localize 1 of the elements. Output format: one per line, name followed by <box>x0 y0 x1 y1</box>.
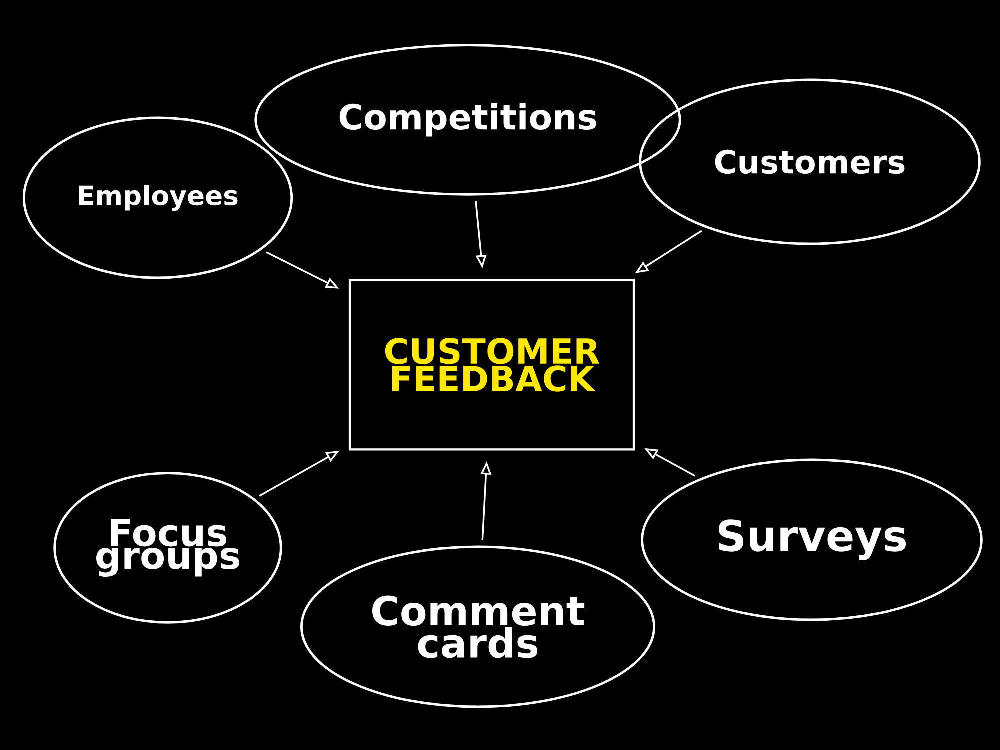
title-box: CUSTOMER FEEDBACK <box>348 279 636 451</box>
